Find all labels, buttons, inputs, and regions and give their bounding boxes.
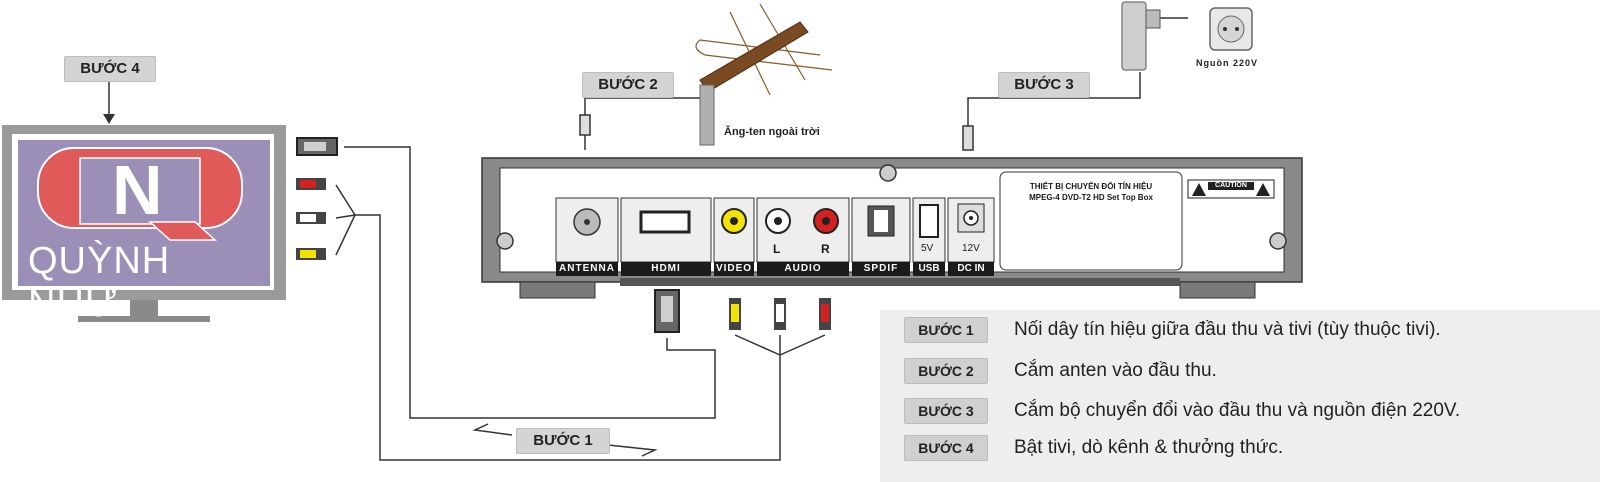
step1-tag: BƯỚC 1 bbox=[516, 428, 610, 454]
power-caption: Nguồn 220V bbox=[1196, 58, 1259, 68]
antenna-plug bbox=[579, 114, 591, 136]
step-row-3-text: Cắm bộ chuyển đổi vào đầu thu và nguồn đ… bbox=[1014, 400, 1461, 421]
antenna-illustration bbox=[695, 3, 833, 146]
step4-arrow-head bbox=[103, 114, 115, 124]
usb-voltage: 5V bbox=[921, 243, 934, 254]
power-wire bbox=[967, 72, 1141, 128]
caution-label: CAUTION bbox=[1215, 182, 1247, 189]
step2-tag: BƯỚC 2 bbox=[582, 72, 674, 98]
step-row-4-text: Bật tivi, dò kênh & thưởng thức. bbox=[1014, 437, 1284, 458]
step1-arrow-right bbox=[607, 444, 658, 457]
port-label-antenna: ANTENNA bbox=[556, 262, 618, 276]
step1-arrow-left bbox=[472, 423, 513, 436]
hdmi-wire bbox=[344, 146, 716, 419]
power-socket bbox=[1209, 7, 1253, 51]
port-label-hdmi: HDMI bbox=[621, 262, 711, 276]
tv-logo-letter: N bbox=[112, 151, 163, 229]
dc-voltage: 12V bbox=[962, 243, 980, 254]
step-row-2-text: Cắm anten vào đầu thu. bbox=[1014, 360, 1217, 381]
rca-fan-red bbox=[779, 334, 826, 356]
step4-tag: BƯỚC 4 bbox=[64, 56, 156, 82]
screw-left bbox=[496, 232, 514, 250]
step-row-1: BƯỚC 1 Nối dây tín hiệu giữa đầu thu và … bbox=[904, 315, 1441, 345]
set-top-box bbox=[481, 157, 1303, 299]
step-row-2: BƯỚC 2 Cắm anten vào đầu thu. bbox=[904, 356, 1217, 386]
step3-tag: BƯỚC 3 bbox=[998, 72, 1090, 98]
step-row-4: BƯỚC 4 Bật tivi, dò kênh & thưởng thức. bbox=[904, 433, 1283, 463]
step-row-3-tag: BƯỚC 3 bbox=[904, 398, 988, 424]
rca-wire-yellow bbox=[335, 214, 356, 256]
antenna-wire bbox=[584, 97, 712, 115]
screw-top bbox=[879, 164, 897, 182]
step-row-1-text: Nối dây tín hiệu giữa đầu thu và tivi (t… bbox=[1014, 319, 1441, 340]
stb-plugs bbox=[654, 289, 831, 333]
tv-connectors bbox=[296, 137, 338, 260]
tv bbox=[2, 125, 286, 322]
screw-right bbox=[1269, 232, 1287, 250]
power-adapter bbox=[1121, 1, 1161, 71]
rca-wire-main bbox=[355, 214, 781, 461]
audio-right-label: R bbox=[821, 242, 830, 256]
stb-title-line1: THIẾT BỊ CHUYỂN ĐỔI TÍN HIỆU bbox=[1029, 182, 1153, 191]
audio-left-label: L bbox=[773, 242, 781, 256]
step-row-2-tag: BƯỚC 2 bbox=[904, 358, 988, 384]
antenna-caption: Ăng-ten ngoài trời bbox=[724, 126, 820, 138]
step-row-3: BƯỚC 3 Cắm bộ chuyển đổi vào đầu thu và … bbox=[904, 396, 1460, 426]
port-label-spdif: SPDIF bbox=[852, 262, 910, 276]
wires bbox=[108, 17, 1188, 461]
tv-logo-brand: QUỲNH NHƯ bbox=[28, 240, 171, 325]
steps-panel: BƯỚC 1 Nối dây tín hiệu giữa đầu thu và … bbox=[880, 310, 1600, 482]
step-row-4-tag: BƯỚC 4 bbox=[904, 435, 988, 461]
dc-plug bbox=[962, 125, 974, 151]
port-label-audio: AUDIO bbox=[757, 262, 849, 276]
rca-wire-white bbox=[335, 214, 356, 219]
port-label-dc-in: DC IN bbox=[948, 262, 994, 276]
port-label-video: VIDEO bbox=[714, 262, 754, 276]
step-row-1-tag: BƯỚC 1 bbox=[904, 317, 988, 343]
stb-title-line2: MPEG-4 DVD-T2 HD Set Top Box bbox=[1029, 193, 1153, 202]
rca-fan-yellow bbox=[734, 334, 781, 356]
port-label-usb: USB bbox=[913, 262, 945, 276]
rca-wire-red bbox=[335, 184, 356, 216]
